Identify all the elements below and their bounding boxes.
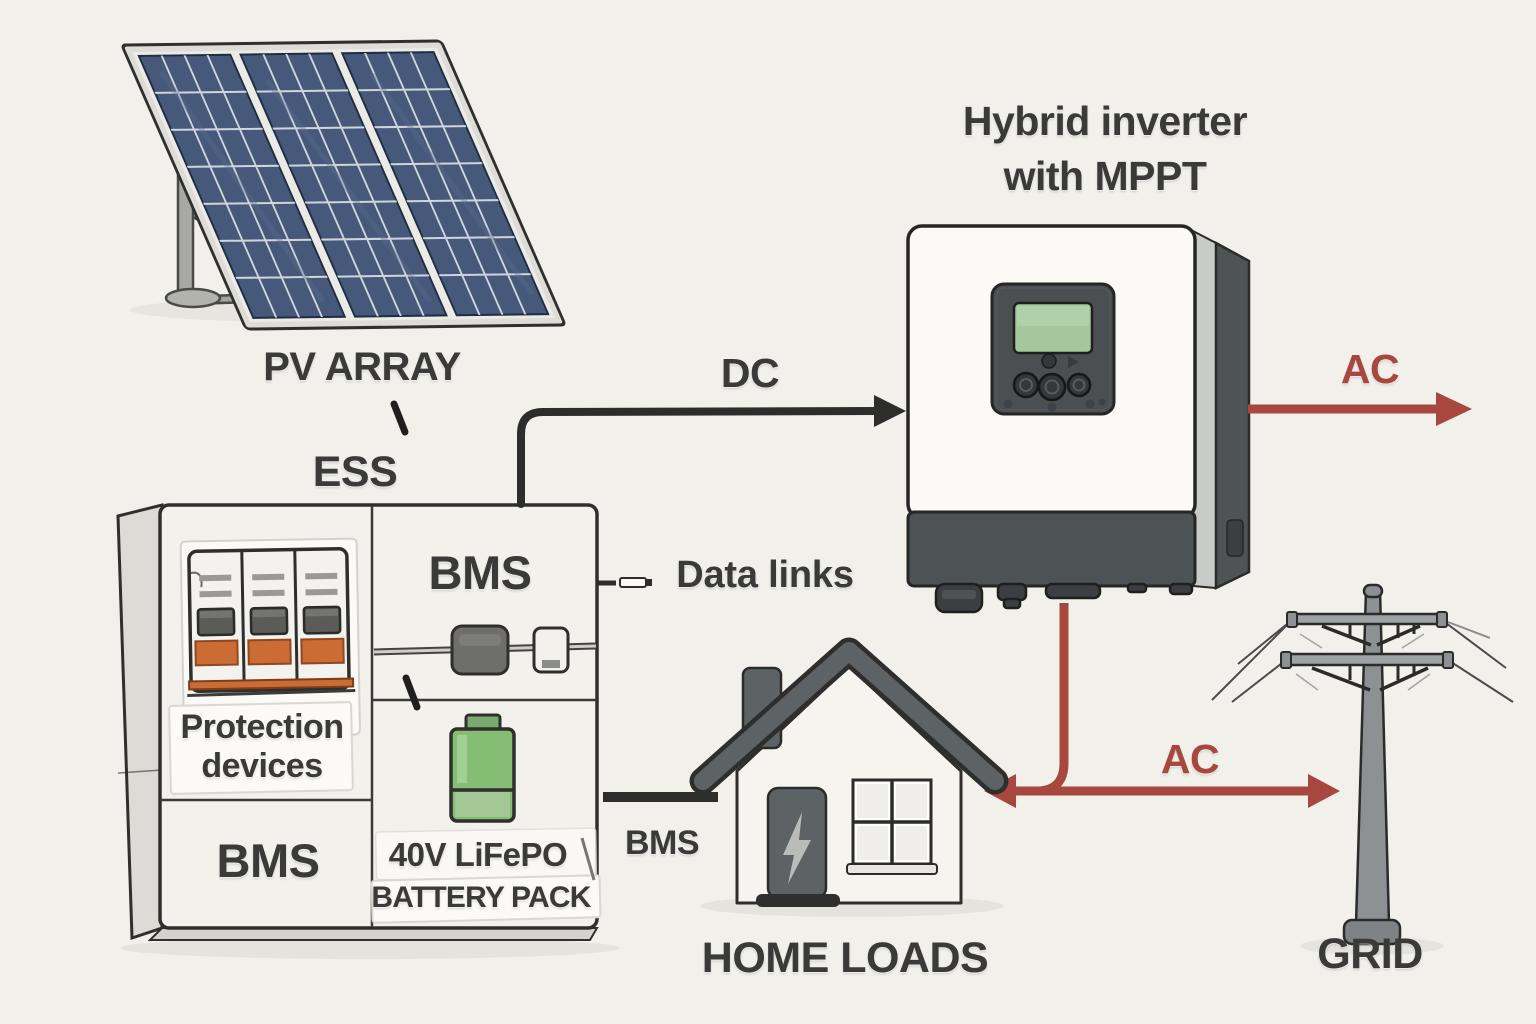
lightning-bolt-icon: [783, 812, 811, 884]
battery-voltage-label: 40V LiFePO: [388, 836, 568, 873]
circuit-breakers-icon: [179, 537, 361, 739]
decorative-slash: [580, 837, 596, 881]
inverter-illustration: [906, 224, 1251, 614]
inverter-title-line1: Hybrid inverter: [962, 98, 1248, 144]
battery-icon: [449, 713, 516, 823]
protection-devices-line1: Protection: [180, 708, 344, 746]
battery-label-plate-2: [370, 874, 602, 924]
dc-arrow: [517, 395, 906, 508]
data-links-leader: [598, 577, 652, 588]
data-links-label: Data links: [676, 554, 854, 596]
pv-array-label: PV ARRAY: [263, 345, 461, 389]
solar-subpanels: [137, 51, 550, 319]
protection-devices-label: Protection devices: [168, 708, 356, 787]
ac-arrow-grid-export: [1248, 392, 1472, 426]
solar-panel: [121, 39, 566, 331]
ess-label: ESS: [312, 448, 398, 496]
dc-label: DC: [720, 350, 780, 396]
bms-module-label: BMS: [428, 546, 532, 599]
door: [756, 786, 840, 907]
bms-cable-icon: [373, 624, 597, 676]
ac-export-label: AC: [1340, 346, 1400, 392]
inverter-title-line2: with MPPT: [1003, 153, 1207, 199]
home-loads-label: HOME LOADS: [701, 934, 989, 982]
protection-label-plate: [168, 701, 354, 795]
bms-link-label: BMS: [624, 824, 700, 862]
ac-home-grid-label: AC: [1160, 736, 1220, 782]
pv-array-illustration: [121, 39, 566, 331]
grid-pole-icon: [1211, 583, 1514, 946]
protection-devices-line2: devices: [201, 747, 323, 786]
grid-label: GRID: [1317, 930, 1423, 978]
power-lines: [1211, 619, 1514, 703]
battery-pack-label: BATTERY PACK: [371, 881, 591, 914]
bms-bottom-label: BMS: [216, 834, 320, 887]
pv-ess-connector-dash: [390, 400, 409, 436]
window: [846, 778, 938, 875]
data-link-dash-icon: [402, 674, 421, 711]
ess-box: [116, 503, 602, 941]
roof: [694, 642, 1004, 790]
inverter-display: [990, 282, 1116, 416]
house-icon: [689, 637, 1009, 907]
